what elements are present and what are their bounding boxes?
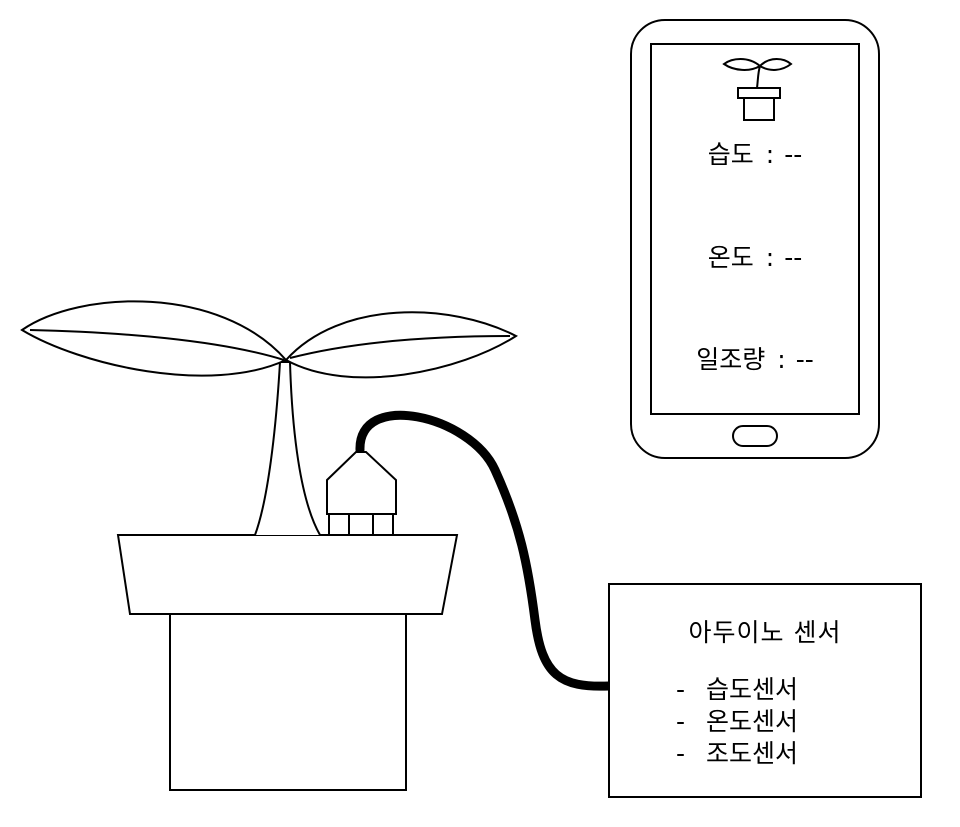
humidity-reading: 습도: -- (651, 140, 859, 170)
right-leaf (284, 311, 519, 379)
bullet: - (676, 707, 686, 736)
icon-left-leaf (722, 58, 762, 71)
arduino-box (608, 583, 922, 798)
temperature-label: 온도 (707, 243, 754, 272)
sensor-list: -습도센서 -온도센서 -조도센서 (676, 674, 798, 770)
sunlight-reading: 일조량: -- (651, 345, 859, 375)
bullet: - (676, 675, 686, 704)
temperature-reading: 온도: -- (651, 243, 859, 273)
arduino-title: 아두이노 센서 (688, 618, 842, 647)
sunlight-value: -- (795, 345, 814, 374)
sensor-item-label: 온도센서 (706, 707, 799, 736)
temperature-separator: : (765, 243, 775, 272)
sensor-item-illuminance: -조도센서 (676, 738, 798, 770)
probe-pin-right (372, 513, 394, 536)
sensor-item-label: 습도센서 (706, 675, 799, 704)
sensor-item-temperature: -온도센서 (676, 706, 798, 738)
pot-stand (169, 613, 407, 791)
icon-pot-body (743, 97, 775, 121)
home-button-icon[interactable] (732, 425, 778, 447)
sensor-item-humidity: -습도센서 (676, 674, 798, 706)
bullet: - (676, 739, 686, 768)
icon-pot-rim (737, 87, 781, 99)
soil-sensor-probe (326, 451, 397, 536)
temperature-value: -- (784, 243, 803, 272)
flower-pot (116, 534, 459, 791)
icon-right-leaf (758, 58, 793, 71)
sunlight-label: 일조량 (696, 345, 766, 374)
plant-pot-icon (722, 58, 793, 121)
icon-stem (756, 65, 761, 89)
left-leaf (20, 300, 288, 377)
humidity-separator: : (765, 140, 775, 169)
left-leaf-vein (29, 329, 285, 361)
plant-stem (254, 361, 321, 536)
sensor-item-label: 조도센서 (706, 739, 799, 768)
probe-pin-middle (348, 513, 374, 536)
sunlight-separator: : (777, 345, 786, 374)
seedling-icon (20, 300, 519, 536)
probe-pin-left (328, 513, 350, 536)
pot-rim (116, 534, 459, 615)
humidity-label: 습도 (707, 140, 754, 169)
probe-head (326, 451, 397, 515)
right-leaf-vein (289, 335, 511, 359)
smartphone (630, 19, 880, 459)
humidity-value: -- (784, 140, 803, 169)
sensor-cable (355, 410, 614, 691)
